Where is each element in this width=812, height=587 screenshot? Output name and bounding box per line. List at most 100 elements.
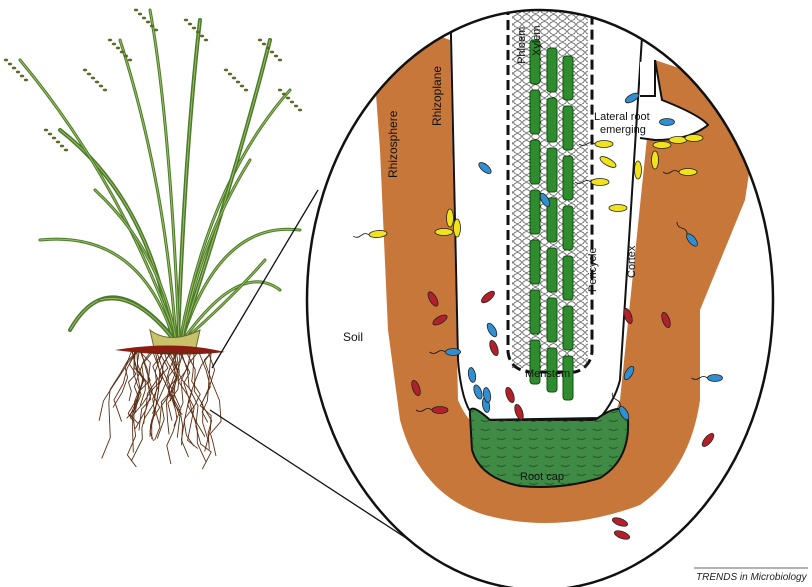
leaf-vein bbox=[179, 89, 291, 341]
bacterium-body bbox=[434, 228, 454, 236]
bacterium bbox=[624, 92, 640, 104]
bacterium bbox=[623, 307, 633, 325]
label-soil: Soil bbox=[343, 330, 363, 344]
bacterium-body bbox=[623, 365, 635, 381]
bacterium-body bbox=[668, 136, 688, 144]
leaf-blade bbox=[38, 237, 176, 342]
bacterium bbox=[432, 314, 448, 326]
rice-grain bbox=[82, 68, 88, 72]
root-strand bbox=[112, 351, 132, 408]
plant-base bbox=[149, 328, 201, 349]
bacterium bbox=[446, 208, 454, 228]
rice-grain bbox=[43, 128, 49, 132]
bacterium-body bbox=[608, 204, 628, 212]
vascular-cell bbox=[546, 97, 558, 143]
root-strand bbox=[183, 351, 213, 447]
vascular-cell bbox=[529, 339, 541, 385]
root-strand bbox=[139, 351, 153, 424]
rice-grain bbox=[257, 38, 263, 42]
credit-suffix: in Microbiology bbox=[737, 572, 807, 583]
bacterium bbox=[701, 433, 715, 447]
bacteria bbox=[352, 92, 723, 540]
bacterium bbox=[611, 392, 630, 421]
bacterium-body bbox=[431, 406, 449, 414]
bacterium-body bbox=[539, 192, 551, 208]
magnified-outline bbox=[305, 8, 775, 587]
leaf-vein bbox=[119, 39, 177, 341]
vascular-cell bbox=[529, 139, 541, 185]
label-cortex: Cortex bbox=[626, 245, 638, 278]
rice-grain bbox=[102, 88, 108, 92]
rice-grain bbox=[239, 84, 245, 88]
plant-roots bbox=[98, 351, 222, 470]
bacterium-body bbox=[634, 160, 642, 180]
bacterium-body bbox=[590, 178, 610, 186]
bacterium bbox=[482, 387, 492, 403]
bacterium bbox=[578, 140, 614, 148]
root-strand bbox=[198, 351, 212, 452]
bacterium-body bbox=[618, 405, 630, 421]
bacterium bbox=[453, 218, 461, 238]
root-strand bbox=[156, 351, 177, 439]
rice-grain bbox=[63, 148, 69, 152]
root-strand bbox=[98, 351, 139, 421]
rice-grain bbox=[127, 58, 133, 62]
flagellum bbox=[415, 408, 433, 412]
rice-grain bbox=[191, 26, 197, 30]
root-strand bbox=[167, 351, 188, 421]
rice-grain bbox=[51, 136, 57, 140]
label-root-cap: Root cap bbox=[520, 471, 564, 483]
vascular-cell bbox=[529, 89, 541, 135]
flagellum bbox=[578, 142, 596, 146]
label-lateral-root-1: Lateral root bbox=[594, 111, 650, 123]
vascular-cell bbox=[546, 297, 558, 343]
rice-grain bbox=[195, 30, 201, 34]
rice-grain bbox=[223, 68, 229, 72]
rice-grain bbox=[98, 84, 104, 88]
bacterium bbox=[691, 374, 723, 382]
bacterium bbox=[634, 160, 642, 180]
rice-grain bbox=[183, 18, 189, 22]
vascular-cell bbox=[529, 39, 541, 85]
root-strand bbox=[203, 351, 222, 457]
pericycle-boundary bbox=[506, 10, 594, 374]
bacterium-body bbox=[611, 517, 629, 527]
rice-grain bbox=[269, 50, 275, 54]
rice-grain bbox=[47, 132, 53, 136]
rice-grain bbox=[285, 96, 291, 100]
flagellum bbox=[662, 170, 680, 174]
rice-grain bbox=[23, 78, 29, 82]
vascular-cell bbox=[562, 155, 574, 201]
bacterium bbox=[651, 150, 659, 170]
rice-grain bbox=[281, 92, 287, 96]
bacterium-body bbox=[446, 208, 454, 228]
bacterium-body bbox=[445, 348, 461, 356]
rice-grain bbox=[231, 76, 237, 80]
bacterium-body bbox=[624, 92, 640, 104]
labels: Soil Rhizosphere Rhizoplane Phloem Xylem… bbox=[343, 25, 650, 483]
bacterium bbox=[574, 178, 610, 186]
bacterium-body bbox=[467, 367, 477, 383]
rice-grain bbox=[55, 140, 61, 144]
bacterium-body bbox=[686, 233, 698, 247]
root-strand bbox=[173, 351, 199, 427]
flagellum bbox=[352, 233, 370, 238]
rice-grain bbox=[261, 42, 267, 46]
rice-grain bbox=[19, 74, 25, 78]
root-strand bbox=[126, 351, 154, 468]
bacterium bbox=[478, 162, 492, 174]
rice-grain bbox=[115, 46, 121, 50]
label-rhizoplane: Rhizoplane bbox=[430, 66, 444, 126]
rice-grain bbox=[133, 8, 139, 12]
label-xylem: Xylem bbox=[531, 25, 543, 56]
rice-grain bbox=[265, 46, 271, 50]
label-rhizosphere: Rhizosphere bbox=[386, 110, 400, 178]
rice-grain bbox=[7, 62, 13, 66]
vascular-cell bbox=[546, 47, 558, 93]
bacterium bbox=[623, 365, 635, 381]
vascular-cell bbox=[562, 305, 574, 351]
bacterium-body bbox=[432, 314, 448, 326]
plant-panicles bbox=[3, 8, 303, 152]
vascular-cell bbox=[562, 105, 574, 151]
